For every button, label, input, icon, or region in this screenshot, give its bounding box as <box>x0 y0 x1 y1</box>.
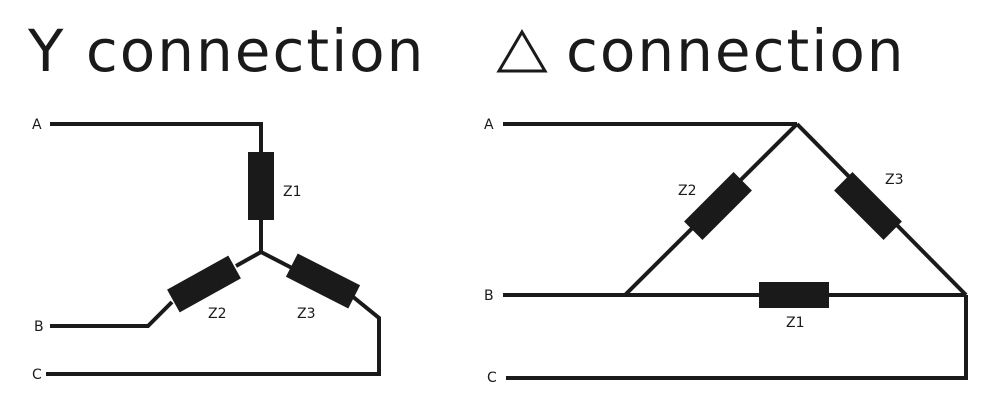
y-terminal-a-label: A <box>32 117 42 133</box>
y-resistor-z2 <box>167 255 241 313</box>
delta-terminal-b-label: B <box>484 288 494 304</box>
y-connection-circuit: A B C Z1 Z2 Z3 <box>32 117 381 383</box>
y-wire-a <box>50 122 263 152</box>
y-terminal-c-label: C <box>32 367 42 383</box>
delta-z2-label: Z2 <box>678 183 697 199</box>
y-terminal-b-label: B <box>34 319 44 335</box>
y-resistor-z3 <box>285 253 361 309</box>
y-wire-neutral-z2 <box>235 250 262 268</box>
y-z3-label: Z3 <box>297 306 316 322</box>
triangle-symbol-icon <box>496 29 548 73</box>
delta-z1-label: Z1 <box>786 315 805 331</box>
y-wire-neutral-z3 <box>260 250 293 270</box>
y-z2-label: Z2 <box>208 306 227 322</box>
y-wire-z2-b <box>50 300 174 328</box>
delta-connection-title-word: connection <box>566 17 906 85</box>
delta-connection-title: connection <box>496 22 906 80</box>
delta-z3-label: Z3 <box>885 172 904 188</box>
y-resistor-z1 <box>248 152 274 220</box>
delta-connection-circuit: A B C Z1 Z2 Z3 <box>484 117 968 386</box>
delta-resistor-z2 <box>684 172 752 240</box>
delta-resistor-z3 <box>834 172 902 240</box>
delta-wire-c <box>506 295 968 380</box>
delta-resistor-z1 <box>759 282 829 308</box>
delta-terminal-a-label: A <box>484 117 494 133</box>
y-z1-label: Z1 <box>283 184 302 200</box>
y-connection-title: Y connection <box>28 17 426 85</box>
delta-terminal-c-label: C <box>487 370 497 386</box>
y-wire-z3-c <box>46 294 381 376</box>
